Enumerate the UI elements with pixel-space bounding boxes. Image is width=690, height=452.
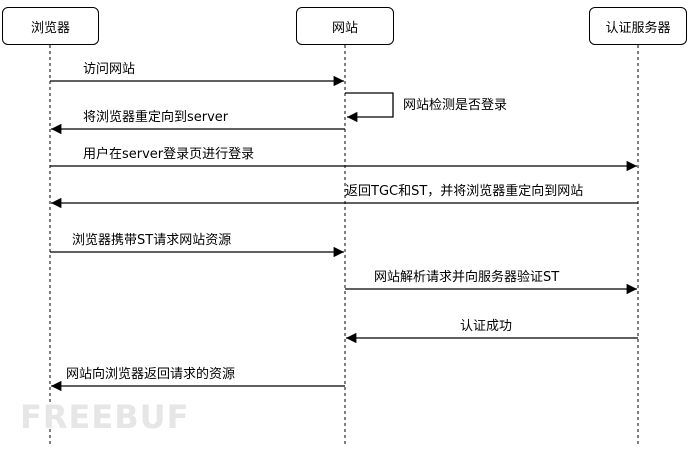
actor-auth-server-label: 认证服务器 <box>605 20 671 36</box>
actor-auth-server: 认证服务器 <box>589 7 687 45</box>
actor-browser: 浏览器 <box>2 7 99 45</box>
actor-browser-label: 浏览器 <box>30 20 70 36</box>
actor-site: 网站 <box>296 7 394 45</box>
message-label-6: 浏览器携带ST请求网站资源 <box>72 232 231 248</box>
message-label-2: 网站检测是否登录 <box>403 98 507 113</box>
actor-site-label: 网站 <box>331 20 358 36</box>
message-label-4: 用户在server登录页进行登录 <box>83 146 254 162</box>
message-label-5: 返回TGC和ST，并将浏览器重定向到网站 <box>345 183 583 199</box>
message-label-7: 网站解析请求并向服务器验证ST <box>374 269 559 285</box>
freebuf-watermark: FREEBUF <box>20 398 190 436</box>
message-label-9: 网站向浏览器返回请求的资源 <box>66 366 235 382</box>
message-label-8: 认证成功 <box>460 319 512 334</box>
message-label-3: 将浏览器重定向到server <box>83 109 229 125</box>
message-arrow-2 <box>345 92 394 123</box>
message-label-1: 访问网站 <box>83 62 135 77</box>
